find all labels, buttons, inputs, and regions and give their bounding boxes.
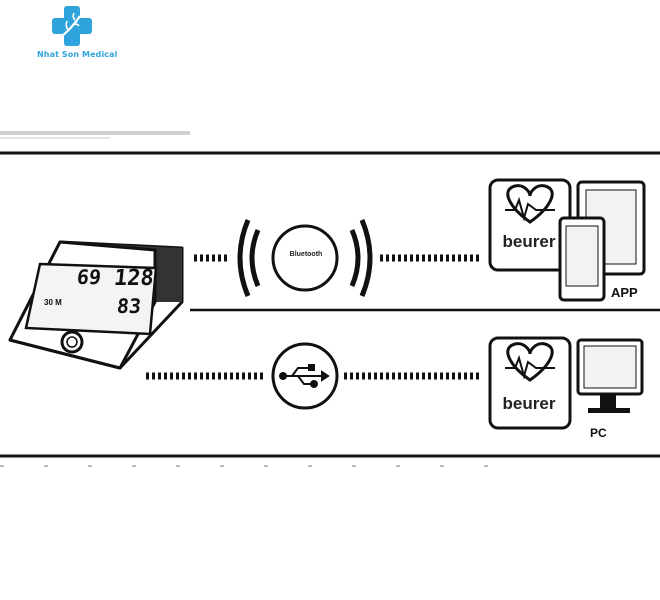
app-label: APP	[611, 285, 638, 300]
systolic-readout: 128	[112, 266, 156, 291]
medical-cross-icon	[52, 6, 92, 46]
blood-pressure-monitor	[8, 240, 184, 370]
app-tile	[488, 178, 646, 302]
pulse-readout: 69	[75, 265, 103, 289]
pc-tile	[488, 336, 644, 430]
usb-icon	[279, 364, 330, 388]
bluetooth-circle	[271, 224, 339, 292]
scan-artifact	[0, 131, 190, 139]
brand-logo: Nhat Son Medical	[32, 6, 118, 66]
pc-brand: beurer	[502, 394, 556, 413]
diagram-graphics	[0, 151, 660, 467]
bluetooth-label: Bluetooth	[289, 251, 323, 258]
memory-readout: 30 M	[44, 298, 62, 307]
app-brand: beurer	[502, 232, 556, 251]
pc-label: PC	[590, 426, 607, 440]
logo-text: Nhat Son Medical	[37, 50, 118, 59]
diastolic-readout: 83	[115, 294, 143, 318]
connectivity-diagram: Bluetooth 69 128 83 30 M beurer beurer A…	[0, 130, 660, 475]
